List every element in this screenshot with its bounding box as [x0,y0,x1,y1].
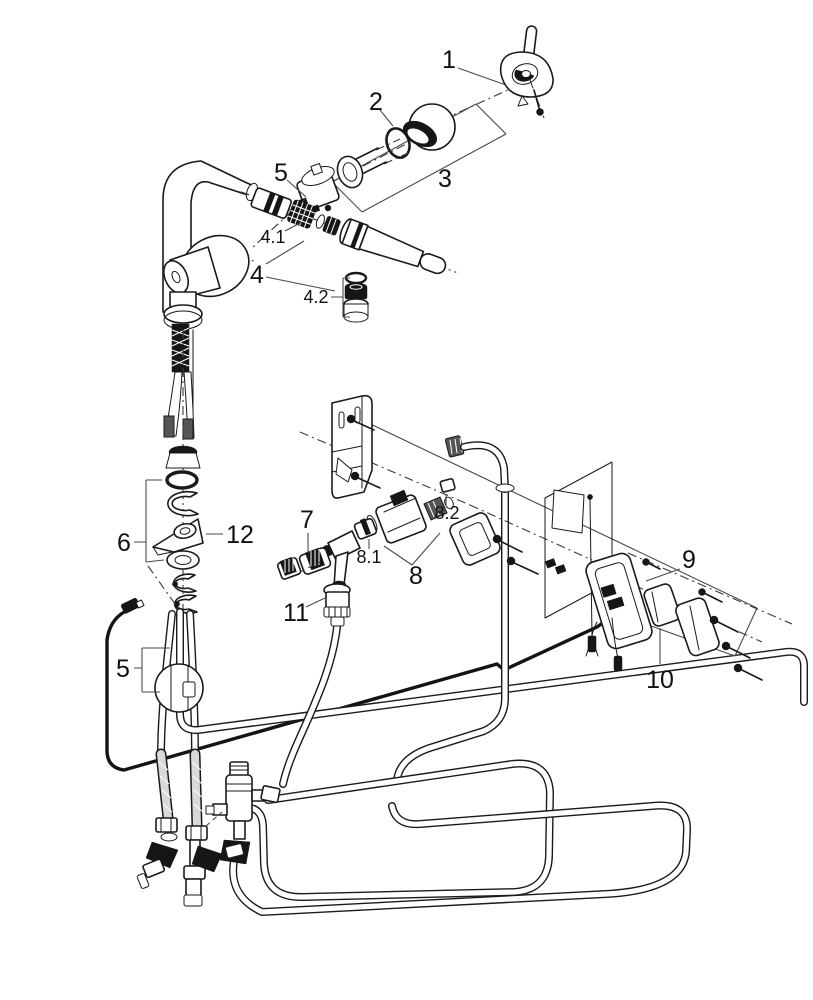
callout-7: 7 [300,506,314,534]
part-lever-handle [499,25,554,119]
check-valve-unit [205,761,281,865]
callout-12: 12 [226,521,254,549]
part-check-valve-7: 7 [276,506,332,580]
part-elbow-hose [444,435,515,493]
callouts-top: 1 2 3 5 4.1 4 4.2 [250,46,456,318]
part-mousseur-stack [343,271,369,323]
callout-5-spout: 5 [274,159,288,187]
part-adapter-8-1 [353,518,378,549]
part-mounting-flange [336,155,364,189]
callout-4: 4 [250,261,264,289]
faucet-spout-body [162,160,259,440]
callout-5-weight: 5 [116,655,130,683]
callout-6: 6 [117,529,131,557]
part-dome-cap [403,103,456,151]
callout-2: 2 [369,88,383,116]
part-aerator-and-sprayhead [240,187,457,275]
callout-4-1: 4.1 [260,227,285,247]
hose-loops [229,485,691,916]
sensor-cable [105,597,606,772]
part-base-stack-6 [147,330,204,622]
callout-1: 1 [442,46,456,74]
callout-3: 3 [438,165,452,193]
callout-4-2: 4.2 [303,287,328,307]
supply-fittings [136,748,223,907]
part-valve-box-2 [449,512,567,575]
callout-11: 11 [283,599,309,627]
part-quick-coupling-11: 11 [283,583,351,627]
callout-8-2: 8.2 [434,503,459,523]
part-wall-bracket [331,394,381,499]
callout-9: 9 [682,546,696,574]
callouts-middle: 8 8.1 8.2 [356,503,459,590]
callout-10: 10 [646,666,674,694]
hoses-and-weight: 5 [116,608,808,760]
callout-6-12: 6 12 [117,479,254,563]
control-unit-group: 9 10 [585,546,763,694]
callout-8: 8 [409,562,423,590]
callout-8-1: 8.1 [356,547,381,567]
